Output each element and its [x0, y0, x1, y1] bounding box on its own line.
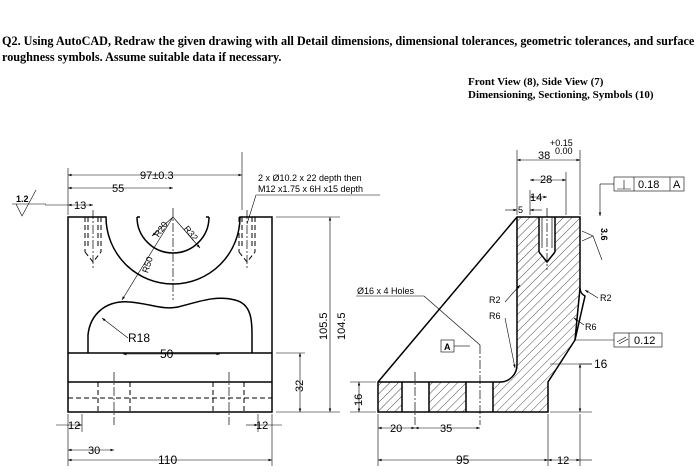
label-r2-inner: R2: [489, 295, 501, 305]
dim-5: 5: [518, 205, 523, 215]
dim-105-5: 105.5: [318, 312, 330, 340]
question-text: Q2. Using AutoCAD, Redraw the given draw…: [2, 34, 698, 65]
roughness-symbol-front: 1.2: [12, 189, 46, 217]
perpendicular-icon: [617, 180, 631, 190]
dim-110: 110: [158, 453, 177, 467]
dim-55: 55: [112, 183, 124, 195]
question-line-2: roughness symbols. Assume suitable data …: [2, 49, 282, 64]
marks-line-2: Dimensioning, Sectioning, Symbols (10): [468, 89, 654, 101]
perpendicularity-frame: 0.18 A: [613, 176, 685, 192]
side-section-hatch: [378, 217, 580, 412]
dim-14: 14: [530, 192, 542, 204]
question-line-1: Q2. Using AutoCAD, Redraw the given draw…: [2, 34, 695, 48]
dim-12-left: 12: [68, 420, 80, 432]
dim-50: 50: [160, 347, 174, 361]
tol-lower: 0.00: [555, 146, 573, 156]
hole-note-line-1: 2 x Ø10.2 x 22 depth then: [258, 173, 362, 183]
parallelism-frame: 0.12: [613, 332, 663, 348]
side-view: 38 +0.15 0.00 28 14 5 0.18 A 3.6 Ø16 x 4…: [350, 138, 685, 467]
dim-16-left: 16: [353, 394, 365, 406]
dim-12-right: 12: [256, 420, 268, 432]
dim-32: 32: [294, 380, 306, 392]
svg-text:3.6: 3.6: [599, 228, 609, 241]
parallelism-icon: [616, 336, 629, 345]
label-r18: R18: [128, 331, 150, 345]
tapped-hole-left: [84, 210, 102, 268]
hole-note-line-2: M12 x1.75 x 6H x15 depth: [258, 184, 363, 194]
svg-text:A: A: [444, 342, 451, 352]
dim-28: 28: [540, 174, 552, 186]
dim-13: 13: [74, 200, 86, 212]
dim-95: 95: [456, 453, 470, 467]
u-slot-inner-arc: [136, 216, 210, 254]
label-r2-outer: R2: [600, 293, 612, 303]
dim-30: 30: [88, 445, 100, 457]
dim-16-right: 16: [594, 357, 608, 371]
svg-text:A: A: [673, 179, 681, 191]
dim-20: 20: [390, 423, 402, 435]
dim-104-5: 104.5: [336, 312, 348, 340]
side-view-outline: [377, 216, 586, 413]
base-hole-1: [402, 382, 429, 412]
hole-note-side: Ø16 x 4 Holes: [357, 286, 415, 296]
marks-line-1: Front View (8), Side View (7): [468, 76, 604, 88]
cavity-profile: [87, 297, 253, 353]
svg-text:0.18: 0.18: [638, 179, 659, 191]
dim-35: 35: [440, 423, 452, 435]
marks-breakdown: Front View (8), Side View (7) Dimensioni…: [468, 76, 654, 102]
label-r6-outer: R6: [585, 322, 597, 332]
tapped-hole-right: [238, 210, 256, 268]
label-r50: R50: [140, 255, 155, 274]
label-r6-inner: R6: [489, 311, 501, 321]
tol-upper: +0.15: [550, 138, 573, 148]
base-hole-2: [466, 382, 493, 412]
dim-97: 97±0.3: [140, 170, 174, 182]
datum-a: A: [440, 339, 470, 353]
front-view: R20 R32 R50 R18 97±0.3 55 13 1.2 2 x Ø10…: [12, 152, 380, 467]
dim-12-side: 12: [557, 455, 569, 467]
svg-text:0.12: 0.12: [634, 335, 655, 347]
dim-38: 38: [538, 150, 550, 162]
label-r32: R32: [182, 224, 200, 243]
roughness-symbol-side: 3.6: [581, 228, 609, 261]
svg-text:1.2: 1.2: [16, 194, 29, 204]
